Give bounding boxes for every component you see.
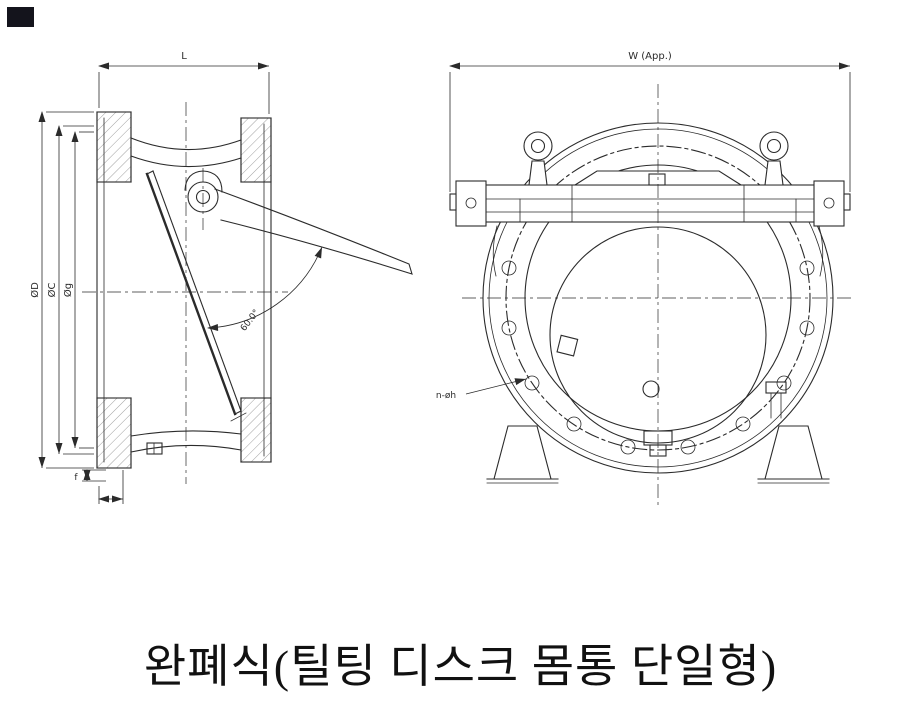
bolt-holes [501,260,815,455]
front-view [449,122,851,484]
front-view-centerlines [462,84,854,508]
flange-section-hatch [96,111,272,469]
bolt-hole-note-label: n-øh [436,391,456,401]
drawing-caption: 완폐식(틸팅 디스크 몸통 단일형) [143,641,778,692]
support-feet [486,425,830,484]
side-view-dimensions: L ØD ØC Øg f 60.0° [29,51,323,504]
hinge-pin [184,170,223,213]
side-view-centerlines [82,102,288,484]
dim-gasket-label: Øg [62,283,74,297]
side-view [96,111,413,469]
dim-width-label: W (App.) [628,51,672,62]
drain-boss [146,442,163,455]
dim-flange-thickness-label: f [74,473,78,483]
body-internal-details [492,225,824,457]
eye-bolts [523,131,789,186]
front-view-dimensions: W (App.) n-øh [436,51,851,401]
disc-open-arm [214,188,413,275]
disc-open-angle-label: 60.0° [239,308,262,333]
dim-outer-diameter-label: ØD [29,282,41,298]
dim-bolt-circle-label: ØC [46,283,58,298]
inlet-flange [96,111,132,469]
disc-closed [145,170,247,422]
corner-mark [7,7,34,27]
technical-drawing: L ØD ØC Øg f 60.0° [7,7,854,508]
bonnet-cover [449,170,851,227]
dim-length-label: L [181,51,187,62]
